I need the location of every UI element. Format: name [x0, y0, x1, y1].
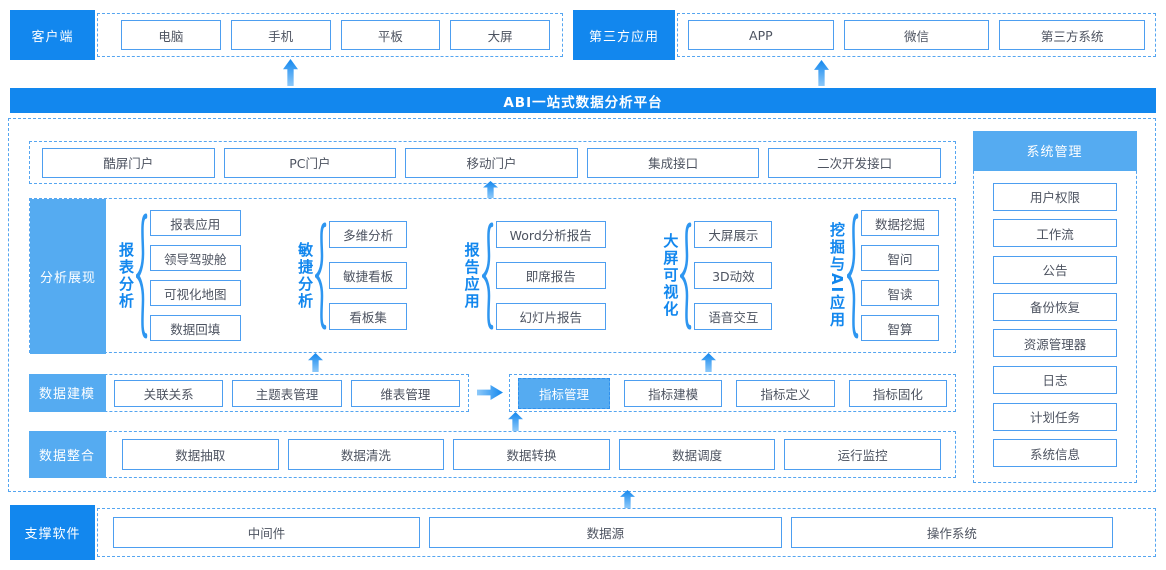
analysis-item: 数据回填: [150, 315, 241, 341]
analysis-item: 语音交互: [694, 303, 773, 330]
arrow-up-icon: [283, 59, 298, 86]
system-item: 公告: [993, 255, 1117, 284]
client-item: 手机: [230, 20, 331, 50]
modeling-item: 主题表管理: [232, 379, 342, 407]
analysis-item: 报表应用: [150, 210, 241, 236]
third-party-item: APP: [688, 20, 834, 50]
third-party-item: 第三方系统: [999, 20, 1146, 50]
system-item: 备份恢复: [993, 292, 1117, 321]
integration-section-container: 数据整合 数据抽取 数据清洗 数据转换 数据调度 运行监控: [28, 430, 956, 478]
modeling-section-label: 数据建模: [28, 373, 106, 412]
arrow-up-icon: [701, 353, 716, 372]
analysis-item: 智问: [860, 245, 939, 271]
platform-container: 酷屏门户 PC门户 移动门户 集成接口 二次开发接口 分析展现 报表分析 报表应…: [8, 118, 1156, 492]
modeling-item: 关联关系: [114, 379, 224, 407]
metric-item: 指标定义: [736, 379, 835, 407]
analysis-group-bigscreen: 大屏可视化 大屏展示 3D动效 语音交互: [661, 221, 773, 330]
brace-icon: [481, 221, 493, 330]
metric-section-container: 指标管理 指标建模 指标定义 指标固化: [509, 374, 956, 412]
portal-item: 移动门户: [405, 147, 578, 178]
integration-item: 数据调度: [618, 439, 776, 470]
metric-highlight-box: 指标管理: [518, 377, 610, 409]
client-item: 平板: [340, 20, 441, 50]
system-panel-header: 系统管理: [972, 130, 1137, 171]
brace-icon: [315, 221, 327, 330]
analysis-group-agile: 敏捷分析 多维分析 敏捷看板 看板集: [296, 221, 408, 330]
client-item: 大屏: [450, 20, 550, 50]
brace-icon: [680, 221, 692, 330]
portal-row-container: 酷屏门户 PC门户 移动门户 集成接口 二次开发接口: [29, 141, 956, 184]
analysis-item: 智读: [860, 280, 939, 306]
brace-icon: [136, 213, 148, 338]
system-panel-container: 系统管理 用户权限 工作流 公告 备份恢复 资源管理器 日志 计划任务 系统信息: [972, 130, 1137, 483]
arrow-up-icon: [308, 353, 323, 372]
metric-item: 指标建模: [624, 379, 723, 407]
portal-item: 酷屏门户: [42, 147, 215, 178]
integration-item: 数据抽取: [122, 439, 279, 470]
arrow-right-icon: [477, 385, 503, 400]
third-party-item: 微信: [843, 20, 990, 50]
system-item: 计划任务: [993, 402, 1117, 431]
analysis-groups: 报表分析 报表应用 领导驾驶舱 可视化地图 数据回填 敏捷分析 多维分析 敏捷看…: [106, 199, 955, 352]
system-item: 系统信息: [993, 439, 1117, 468]
group-label: 敏捷分析: [296, 241, 315, 310]
group-label: 大屏可视化: [661, 233, 680, 318]
analysis-group-report: 报表分析 报表应用 领导驾驶舱 可视化地图 数据回填: [117, 210, 241, 341]
group-label: 报表分析: [117, 241, 135, 310]
arrow-up-icon: [508, 412, 523, 431]
group-label: 挖掘与AI应用: [827, 222, 846, 329]
analysis-item: 看板集: [329, 303, 408, 330]
analysis-item: 大屏展示: [694, 221, 773, 248]
support-section-label: 支撑软件: [10, 505, 95, 560]
analysis-item: 敏捷看板: [329, 262, 408, 289]
system-item: 工作流: [993, 219, 1117, 248]
third-party-section-label: 第三方应用: [573, 10, 675, 60]
third-party-section-container: APP 微信 第三方系统: [677, 13, 1156, 57]
support-item: 中间件: [113, 517, 420, 548]
group-label: 报告应用: [462, 241, 481, 310]
support-item: 操作系统: [790, 517, 1113, 548]
system-item: 日志: [993, 365, 1117, 394]
portal-item: 二次开发接口: [768, 147, 941, 178]
system-item: 用户权限: [993, 182, 1117, 211]
analysis-section-label: 分析展现: [30, 199, 106, 354]
analysis-item: Word分析报告: [495, 221, 606, 248]
analysis-group-reporting: 报告应用 Word分析报告 即席报告 幻灯片报告: [462, 221, 606, 330]
analysis-item: 数据挖掘: [860, 210, 939, 236]
client-section-label: 客户端: [10, 10, 95, 60]
support-section-container: 中间件 数据源 操作系统: [97, 508, 1156, 557]
system-item: 资源管理器: [993, 329, 1117, 358]
portal-item: 集成接口: [586, 147, 760, 178]
platform-banner: ABI一站式数据分析平台: [10, 88, 1156, 113]
analysis-item: 可视化地图: [150, 280, 241, 306]
metric-item: 指标固化: [848, 379, 947, 407]
analysis-item: 3D动效: [694, 262, 773, 289]
analysis-section-container: 分析展现 报表分析 报表应用 领导驾驶舱 可视化地图 数据回填 敏捷分析: [29, 198, 956, 354]
analysis-group-ai: 挖掘与AI应用 数据挖掘 智问 智读 智算: [827, 210, 939, 341]
integration-item: 数据清洗: [287, 439, 445, 470]
portal-item: PC门户: [223, 147, 397, 178]
modeling-section-container: 数据建模 关联关系 主题表管理 维表管理: [28, 373, 469, 412]
client-section-container: 电脑 手机 平板 大屏: [97, 13, 563, 57]
analysis-item: 领导驾驶舱: [150, 245, 241, 271]
client-item: 电脑: [121, 20, 221, 50]
arrow-up-icon: [620, 490, 635, 508]
analysis-item: 即席报告: [495, 262, 606, 289]
brace-icon: [846, 213, 859, 338]
integration-item: 数据转换: [453, 439, 610, 470]
modeling-item: 维表管理: [350, 379, 460, 407]
analysis-item: 幻灯片报告: [495, 303, 606, 330]
analysis-item: 智算: [860, 315, 939, 341]
integration-item: 运行监控: [784, 439, 941, 470]
support-item: 数据源: [429, 517, 782, 548]
integration-section-label: 数据整合: [28, 430, 106, 478]
arrow-up-icon: [814, 60, 829, 86]
analysis-item: 多维分析: [329, 221, 408, 248]
